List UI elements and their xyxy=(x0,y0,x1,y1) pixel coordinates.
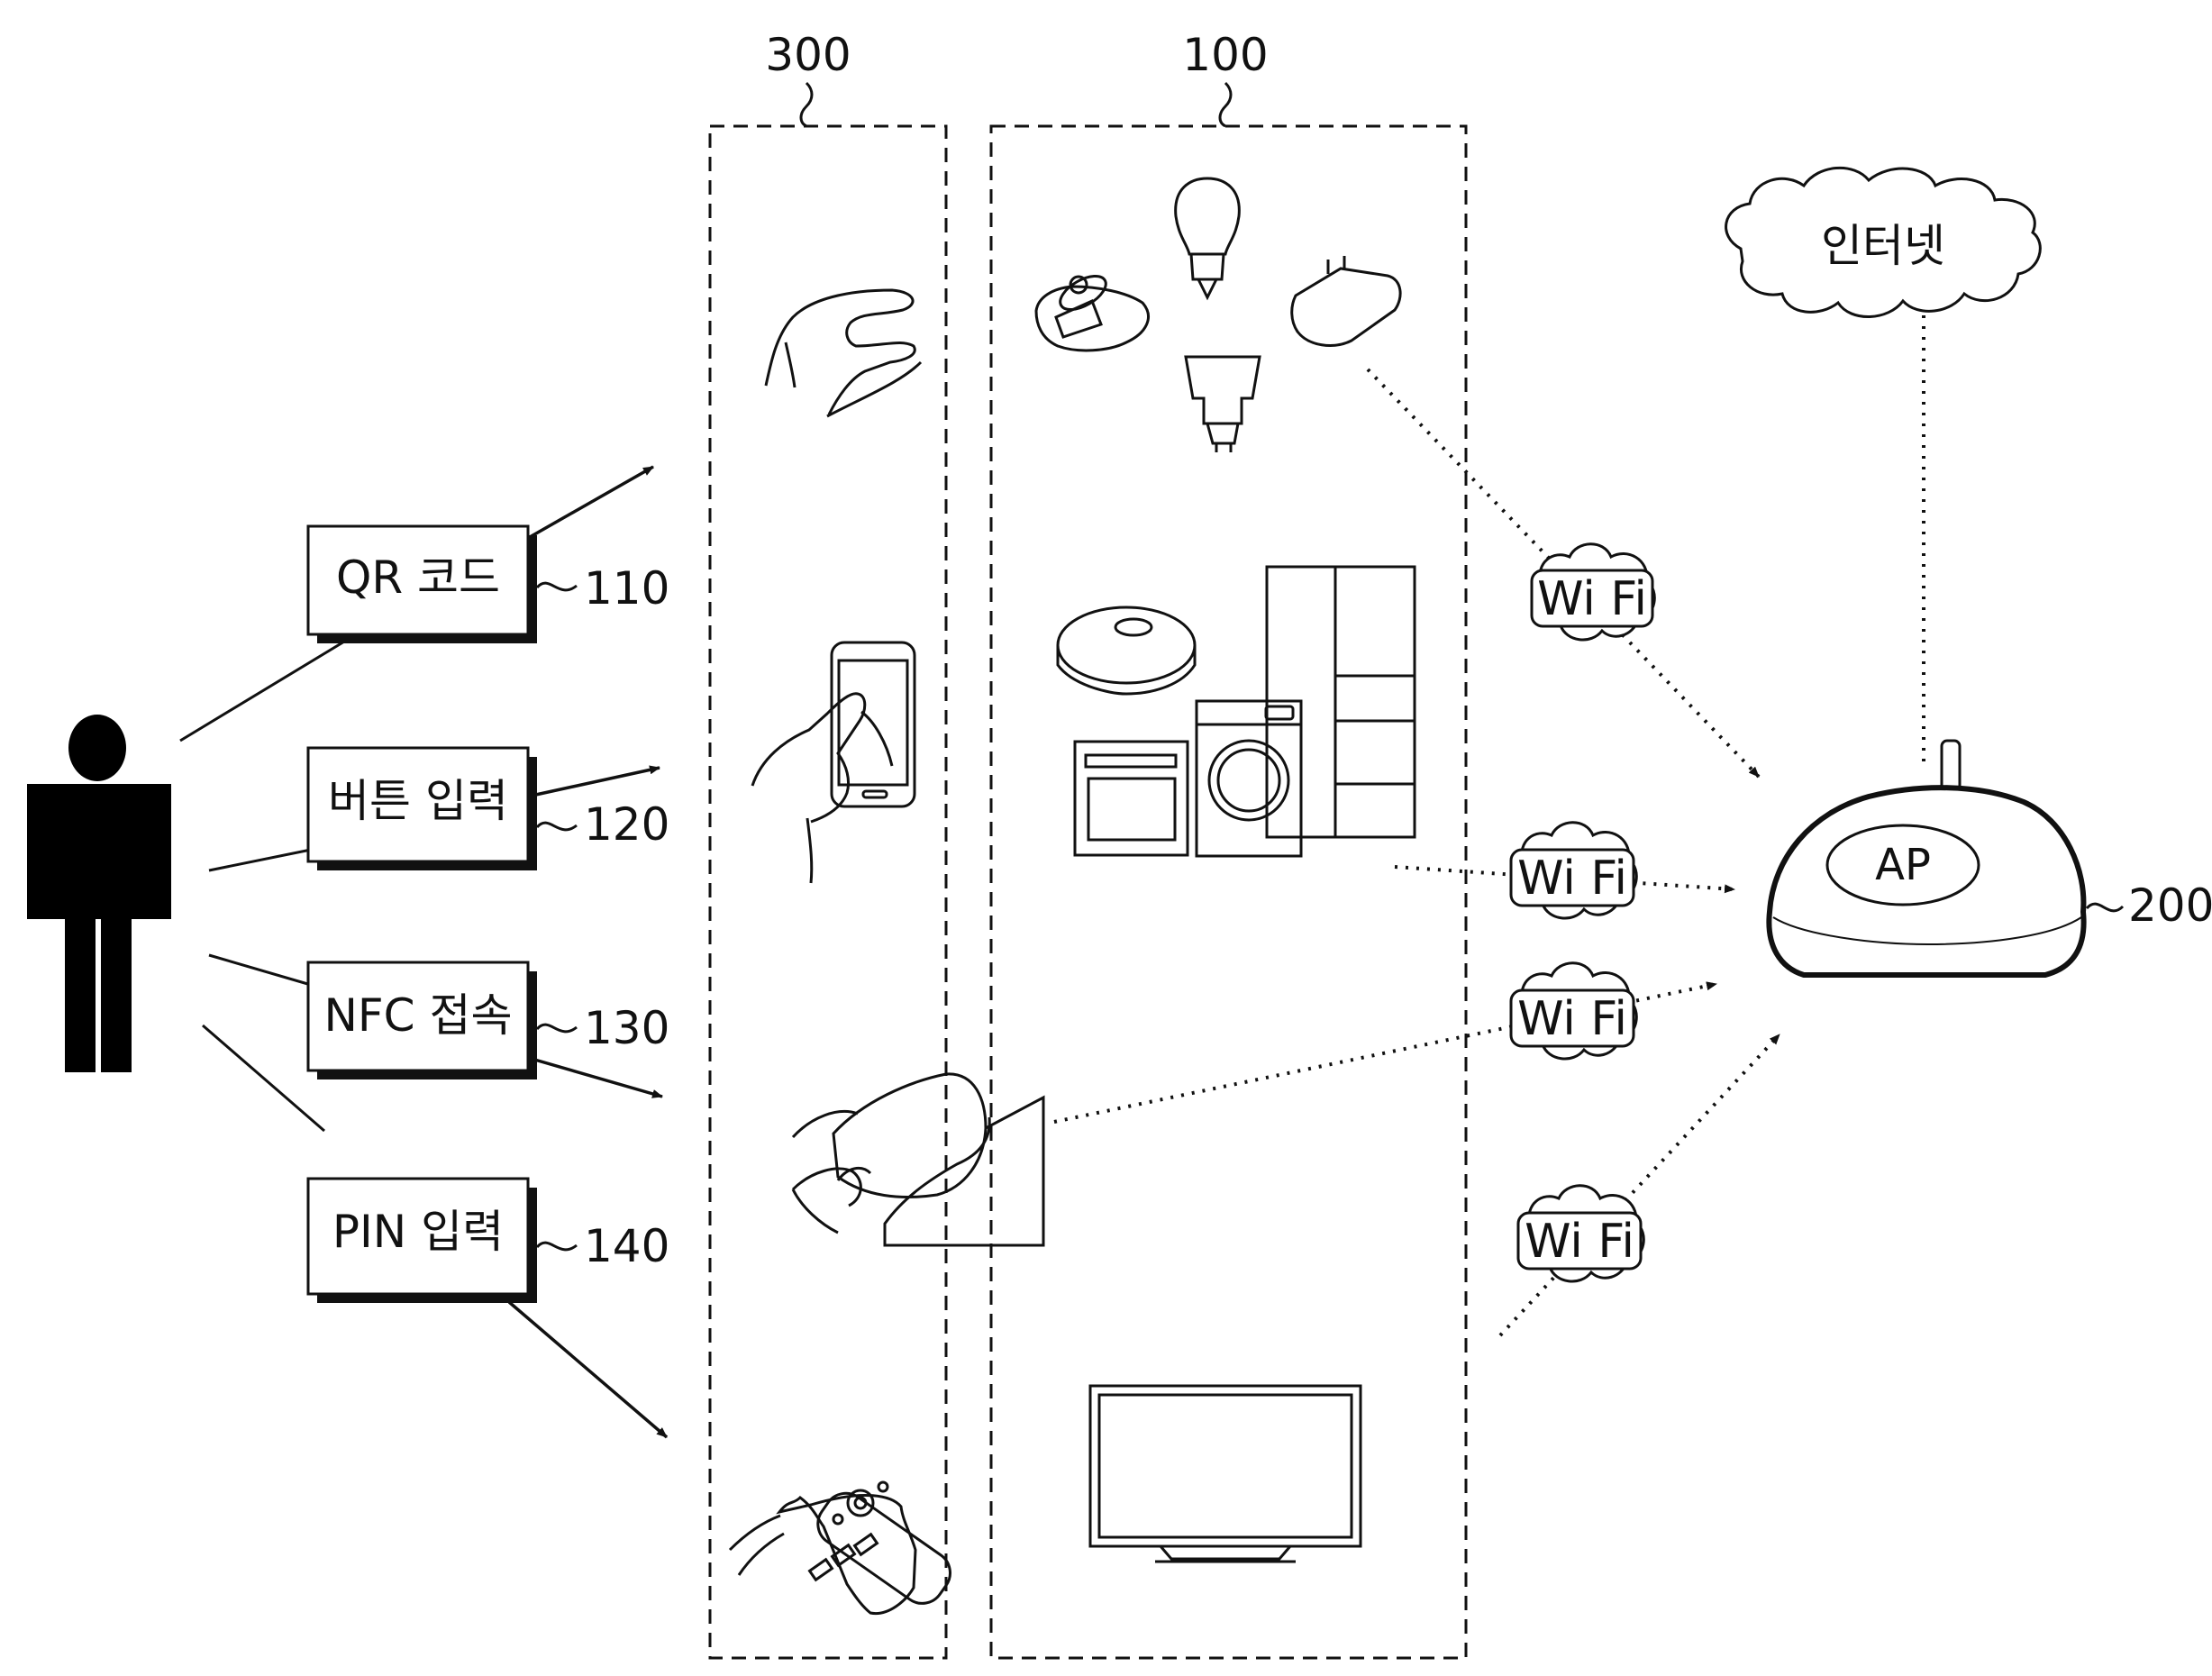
group-ref-100: 100 xyxy=(1182,29,1268,81)
home-appliances-icon xyxy=(1058,567,1415,856)
method-box-pin: PIN 입력 140 xyxy=(308,1179,669,1303)
method-label-button: 버튼 입력 xyxy=(328,775,508,827)
internet-cloud: 인터넷 xyxy=(1726,168,2041,316)
ap-router: AP 200 xyxy=(1769,741,2212,975)
method-box-button: 버튼 입력 120 xyxy=(308,748,669,870)
method-label-pin: PIN 입력 xyxy=(332,1206,504,1258)
nfc-tag-hand-icon xyxy=(793,1074,1043,1245)
method-box-nfc: NFC 접속 130 xyxy=(308,962,669,1079)
method-box-qr: QR 코드 110 xyxy=(308,526,669,643)
wifi-badge-2: Wi Fi xyxy=(1511,823,1636,918)
method-label-nfc: NFC 접속 xyxy=(324,989,513,1042)
smartphone-touch-icon xyxy=(752,642,915,883)
wifi-connection-paths xyxy=(1054,315,1924,1335)
remote-control-hand-icon xyxy=(730,1482,959,1614)
wifi-badge-1: Wi Fi xyxy=(1532,544,1654,640)
wifi-label-4: Wi Fi xyxy=(1525,1215,1634,1269)
smart-home-small-devices-icon xyxy=(1036,178,1400,452)
wifi-badge-4: Wi Fi xyxy=(1518,1186,1643,1281)
ap-label: AP xyxy=(1875,840,1931,890)
hand-gesture-icon xyxy=(766,290,921,416)
method-ref-120: 120 xyxy=(584,798,669,851)
ap-ref-200: 200 xyxy=(2128,879,2212,932)
tv-icon xyxy=(1090,1386,1361,1562)
group-ref-300: 300 xyxy=(765,29,851,81)
wifi-label-3: Wi Fi xyxy=(1517,992,1627,1046)
wifi-label-1: Wi Fi xyxy=(1537,572,1647,626)
user-figure-icon xyxy=(27,715,171,1072)
interaction-group-300: 300 xyxy=(710,29,946,1658)
device-group-100: 100 xyxy=(991,29,1466,1658)
internet-label: 인터넷 xyxy=(1821,220,1945,272)
wifi-badge-3: Wi Fi xyxy=(1511,963,1636,1059)
method-ref-140: 140 xyxy=(584,1220,669,1272)
wifi-label-2: Wi Fi xyxy=(1517,852,1627,906)
method-label-qr: QR 코드 xyxy=(336,551,500,604)
method-ref-110: 110 xyxy=(584,562,669,615)
method-ref-130: 130 xyxy=(584,1002,669,1054)
